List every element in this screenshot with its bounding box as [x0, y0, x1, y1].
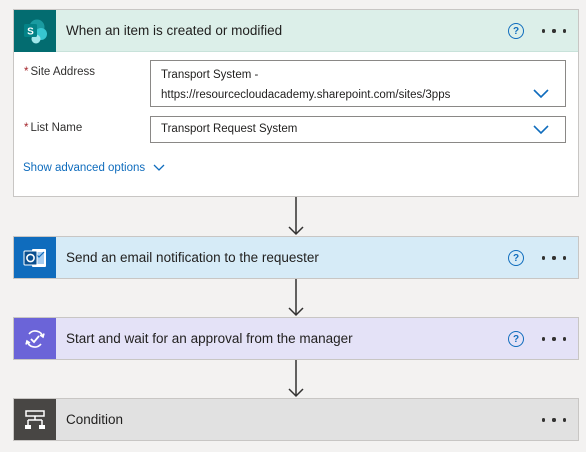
show-advanced-options-label[interactable]: Show advanced options	[23, 162, 146, 174]
help-icon[interactable]: ?	[508, 250, 524, 266]
approval-icon	[14, 318, 56, 359]
help-icon[interactable]: ?	[508, 331, 524, 347]
chevron-down-icon[interactable]	[533, 125, 549, 135]
send-email-title: Send an email notification to the reques…	[66, 250, 319, 265]
site-address-label: *Site Address	[24, 66, 96, 78]
show-advanced-options-link[interactable]: Show advanced options	[23, 162, 165, 174]
approval-card: Start and wait for an approval from the …	[13, 317, 579, 360]
send-email-card: Send an email notification to the reques…	[13, 236, 579, 279]
more-options-icon[interactable]	[542, 330, 566, 348]
site-address-value-line2: https://resourcecloudacademy.sharepoint.…	[161, 89, 451, 101]
outlook-icon	[14, 237, 56, 278]
connector-arrow-icon	[288, 360, 304, 398]
list-name-field[interactable]: Transport Request System	[150, 116, 566, 143]
svg-text:S: S	[27, 26, 34, 37]
condition-header[interactable]: Condition	[14, 399, 578, 440]
site-address-field[interactable]: Transport System - https://resourcecloud…	[150, 60, 566, 107]
more-options-icon[interactable]	[542, 411, 566, 429]
approval-title: Start and wait for an approval from the …	[66, 331, 353, 346]
chevron-down-icon	[153, 164, 165, 171]
site-address-value-line1: Transport System -	[161, 69, 259, 81]
list-name-label: *List Name	[24, 122, 83, 134]
trigger-title: When an item is created or modified	[66, 23, 283, 38]
more-options-icon[interactable]	[542, 249, 566, 267]
more-options-icon[interactable]	[542, 22, 566, 40]
connector-arrow-icon	[288, 197, 304, 236]
approval-header[interactable]: Start and wait for an approval from the …	[14, 318, 578, 359]
chevron-down-icon[interactable]	[533, 89, 549, 99]
condition-title: Condition	[66, 412, 124, 427]
condition-icon	[14, 399, 56, 440]
trigger-header[interactable]: S When an item is created or modified ?	[14, 9, 578, 52]
condition-card: Condition	[13, 398, 579, 441]
send-email-header[interactable]: Send an email notification to the reques…	[14, 237, 578, 278]
trigger-card: S When an item is created or modified ? …	[13, 9, 579, 197]
help-icon[interactable]: ?	[508, 23, 524, 39]
list-name-value: Transport Request System	[161, 123, 298, 135]
sharepoint-icon: S	[14, 9, 56, 52]
connector-arrow-icon	[288, 279, 304, 317]
